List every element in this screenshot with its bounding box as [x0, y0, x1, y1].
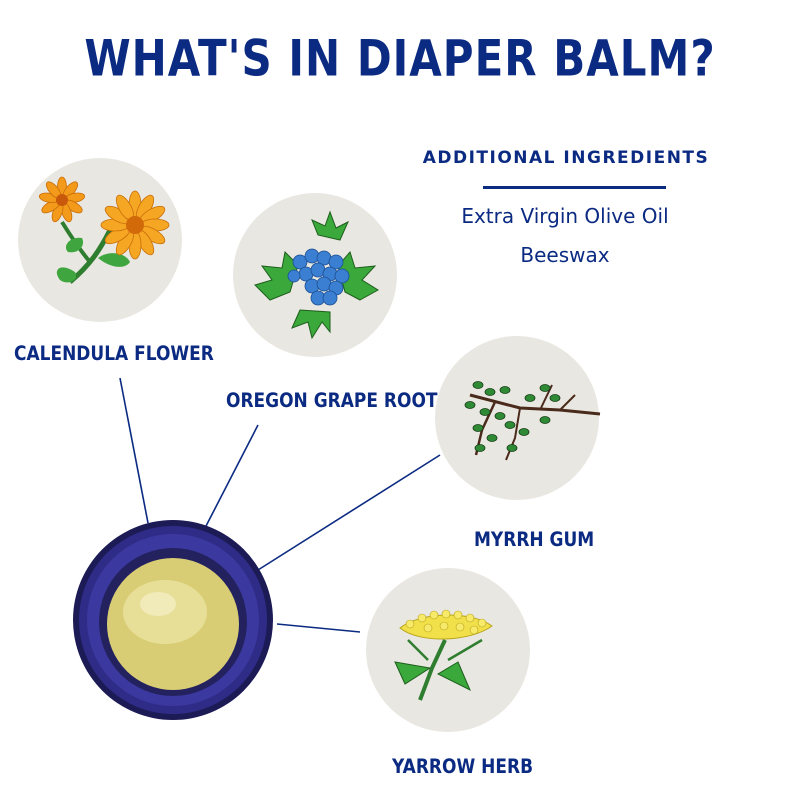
oregon-grape-icon — [254, 210, 379, 340]
label-myrrh-gum: MYRRH GUM — [474, 528, 595, 552]
label-oregon-grape-root: OREGON GRAPE ROOT — [226, 389, 438, 413]
label-yarrow-herb: YARROW HERB — [392, 755, 534, 779]
calendula-flower-icon — [38, 176, 170, 284]
myrrh-circle — [435, 336, 599, 500]
label-calendula-flower: CALENDULA FLOWER — [14, 342, 214, 366]
page-title: WHAT'S IN DIAPER BALM? — [84, 29, 716, 88]
connector-oregon-grape — [204, 424, 259, 529]
additional-item-olive-oil: Extra Virgin Olive Oil — [461, 204, 669, 228]
additional-ingredients-heading: ADDITIONAL INGREDIENTS — [422, 148, 710, 168]
connector-myrrh — [257, 454, 441, 571]
connector-calendula — [119, 377, 149, 524]
connector-lines — [119, 377, 441, 633]
yarrow-circle — [366, 568, 530, 732]
balm-jar-image — [73, 520, 273, 720]
additional-item-beeswax: Beeswax — [520, 243, 610, 267]
yarrow-herb-icon — [394, 609, 493, 701]
connector-yarrow — [276, 623, 361, 633]
heading-divider — [483, 186, 666, 189]
myrrh-branch-icon — [464, 381, 601, 461]
